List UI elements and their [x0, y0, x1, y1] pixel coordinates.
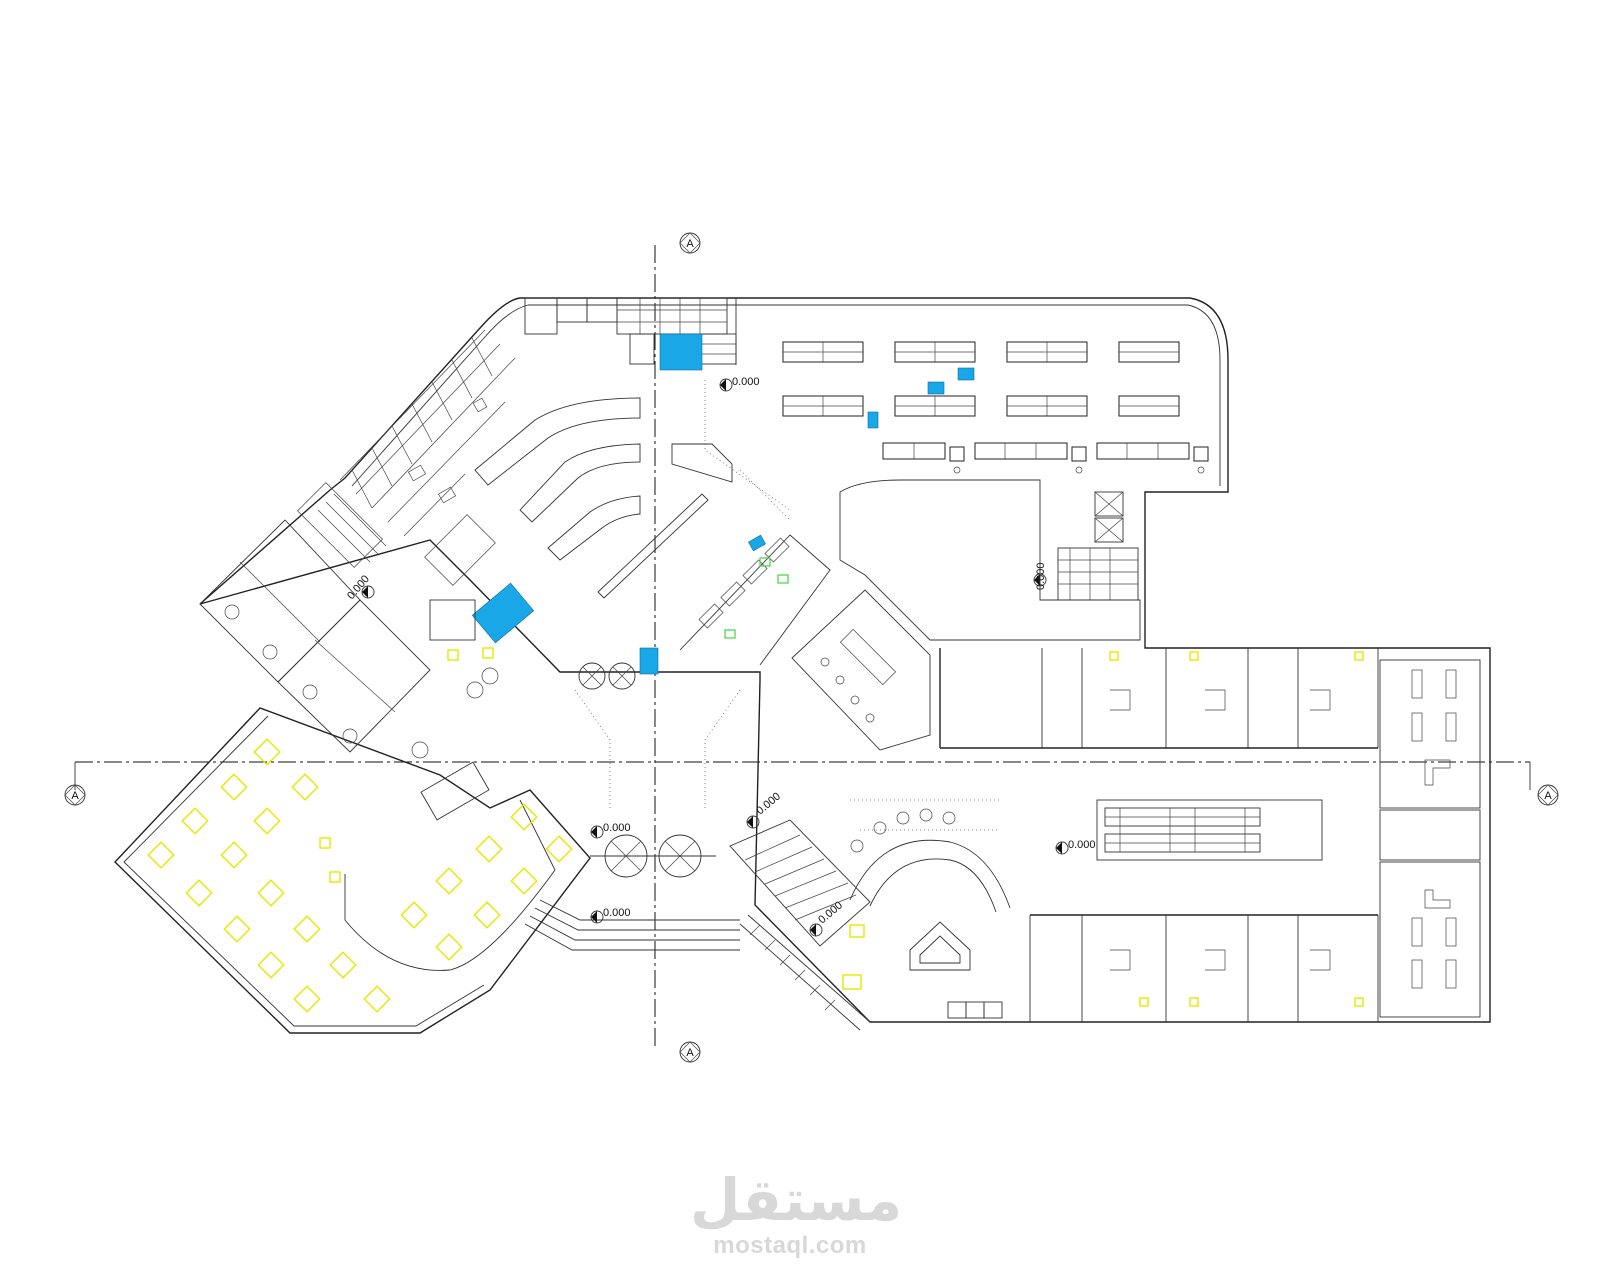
level-marker: 0.000	[1033, 562, 1047, 590]
svg-text:0.000: 0.000	[603, 822, 631, 834]
svg-text:0.000: 0.000	[732, 376, 760, 388]
offices-left	[199, 482, 499, 821]
section-marker-label: A	[1544, 790, 1552, 802]
building-outline	[114, 297, 1491, 1034]
svg-text:0.000: 0.000	[816, 899, 845, 926]
section-marker-left: A	[64, 784, 86, 806]
level-marker: 0.000	[746, 790, 783, 829]
section-marker-label: A	[71, 790, 79, 802]
equipment-cyan	[471, 333, 975, 675]
circulation-dotted	[574, 380, 1000, 831]
checkout-counters	[679, 534, 831, 666]
section-marker-bottom: A	[679, 1041, 701, 1063]
entrance-blocks	[524, 297, 737, 365]
escalators	[1096, 799, 1323, 861]
level-marker: 0.000	[1055, 839, 1096, 855]
central-stair	[729, 819, 871, 1031]
curved-bar	[849, 808, 1011, 1019]
section-marker-top: A	[679, 232, 701, 254]
watermark-arabic: مستقل	[690, 1166, 903, 1234]
storage-tile-grid	[339, 329, 516, 586]
right-end-rooms	[1379, 659, 1481, 1018]
section-marker-right: A	[1537, 784, 1559, 806]
level-marker: 0.000	[809, 899, 845, 937]
section-marker-label: A	[686, 238, 694, 250]
svg-text:0.000: 0.000	[1068, 839, 1096, 851]
level-marker: 0.000	[345, 573, 375, 602]
level-marker: 0.000	[590, 822, 631, 839]
level-marker: 0.000	[719, 376, 760, 392]
cafe-seating	[147, 738, 573, 1013]
watermark: مستقل mostaql.com	[690, 1166, 903, 1260]
level-marker: 0.000	[590, 907, 631, 924]
shops-row-bottom	[1029, 914, 1379, 1022]
shops-row-top	[939, 648, 1379, 749]
curved-gondolas	[407, 397, 733, 599]
revolving-doors-bottom	[590, 834, 716, 878]
watermark-site: mostaql.com	[713, 1232, 867, 1259]
service-core	[839, 479, 1141, 641]
svg-text:0.000: 0.000	[1035, 562, 1047, 590]
kiosk-mid	[791, 589, 931, 751]
svg-text:0.000: 0.000	[754, 790, 783, 817]
svg-text:0.000: 0.000	[603, 907, 631, 919]
section-marker-label: A	[686, 1047, 694, 1059]
shelving-grid	[782, 341, 1209, 474]
revolving-doors-top	[578, 662, 636, 690]
